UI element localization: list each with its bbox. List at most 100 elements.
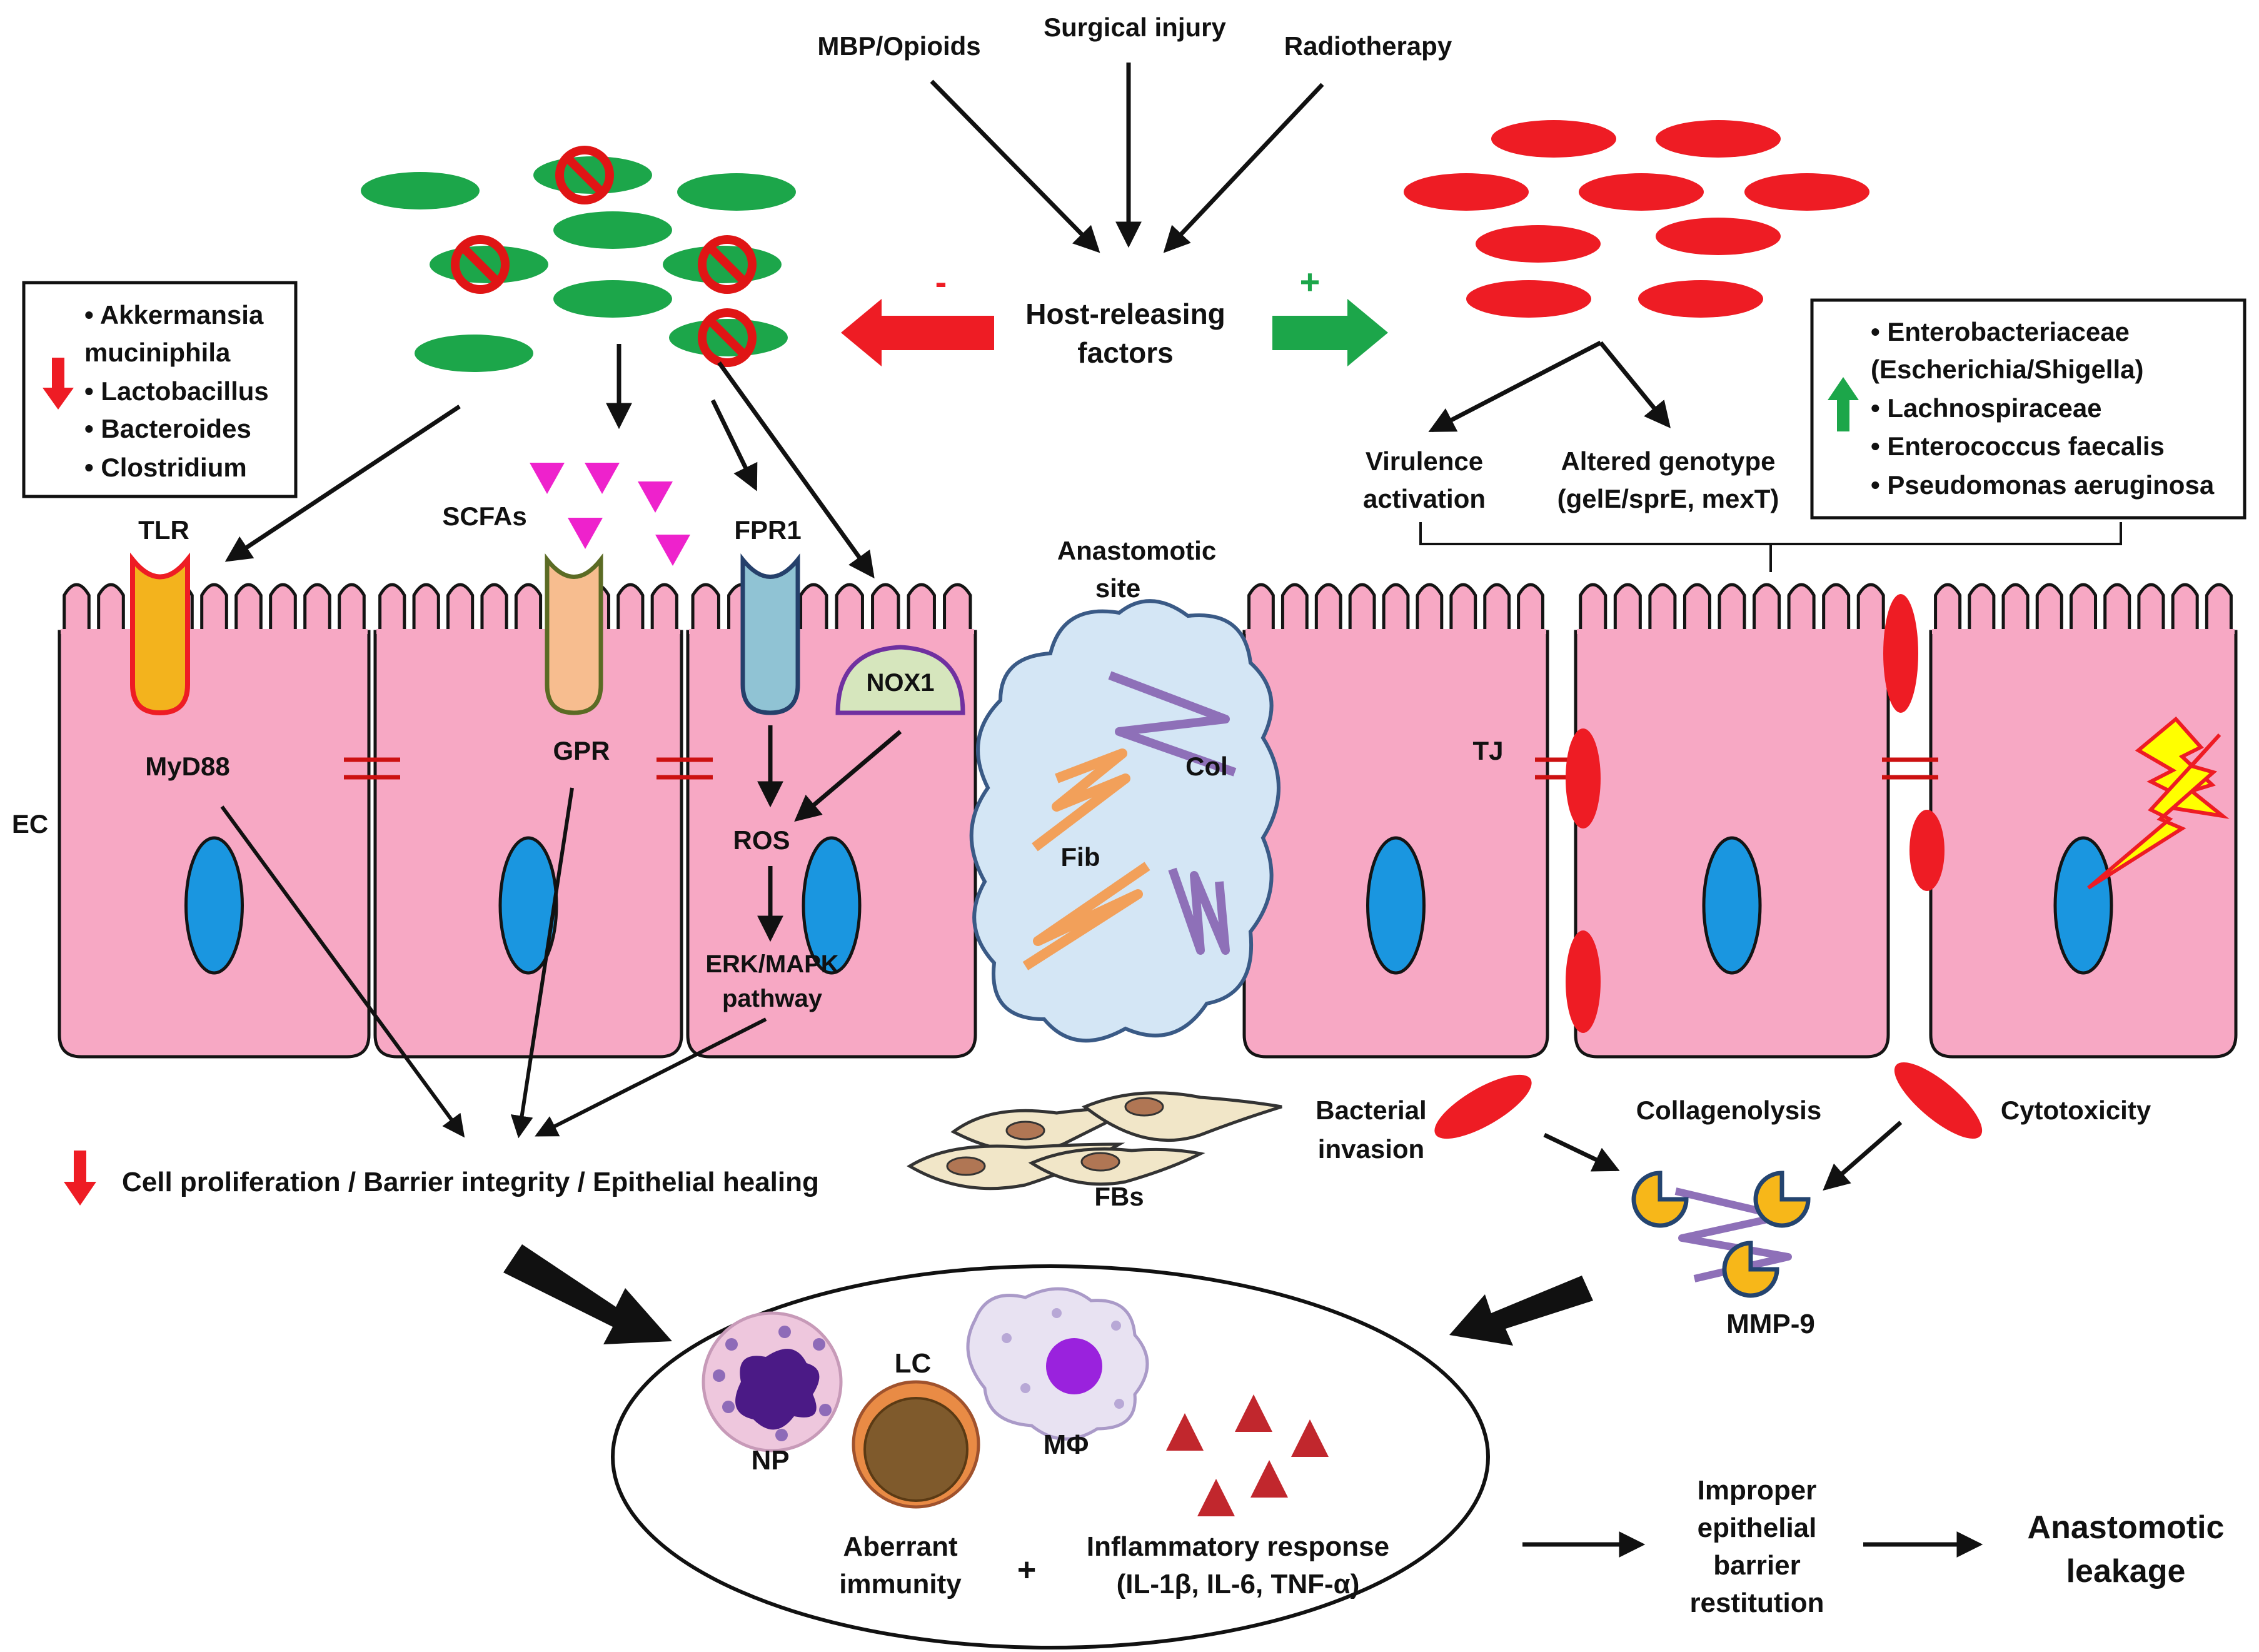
- mmp9-collagen: [1674, 1187, 1792, 1282]
- granule: [722, 1401, 735, 1413]
- microvillus: [2001, 583, 2030, 632]
- down-arrow-icon: [43, 358, 74, 410]
- lightning-icon-bolt: [2087, 733, 2221, 890]
- microvillus: [1416, 583, 1444, 632]
- granule: [775, 1429, 788, 1441]
- arrow-cytotoxicity-to-mmp9: [1823, 1121, 1903, 1191]
- virulence-label-2: activation: [1363, 484, 1486, 513]
- mmp9-enzyme: [1753, 1171, 1811, 1228]
- col-label: Col: [1185, 752, 1228, 781]
- erk-label-2: pathway: [722, 985, 823, 1012]
- granule: [725, 1338, 738, 1351]
- altered-genotype-label-1: Altered genotype: [1561, 446, 1775, 476]
- microvillus: [616, 583, 645, 632]
- neutrophil-nucleus: [735, 1349, 820, 1430]
- microvillus: [269, 583, 297, 632]
- invading-bacterium: [1566, 728, 1601, 829]
- increased-taxa-frame: [1810, 298, 2246, 520]
- microvillus: [1822, 583, 1851, 632]
- decrease-block-arrow: [841, 299, 994, 366]
- microvillus: [1449, 583, 1477, 632]
- red-bacterium: [1744, 173, 1869, 211]
- cytokine-triangle: [1291, 1419, 1329, 1457]
- erk-label-1: ERK/MAPK: [705, 950, 838, 978]
- arrow-to-virulence: [1428, 340, 1602, 433]
- microvillus: [1517, 583, 1544, 632]
- invading-bacterium: [1566, 930, 1601, 1033]
- red-bacterium: [1656, 218, 1781, 255]
- cytotoxicity-label: Cytotoxicity: [2001, 1095, 2151, 1125]
- inflammatory-label-1: Inflammatory response: [1087, 1531, 1389, 1562]
- scfas-label: SCFAs: [442, 501, 526, 531]
- granule: [1052, 1308, 1062, 1318]
- microvillus: [2137, 583, 2165, 632]
- immune-plus-sign: +: [1017, 1552, 1036, 1588]
- red-bacterium: [1491, 120, 1616, 158]
- granule: [1002, 1333, 1012, 1343]
- arrow-bacteria-to-fpr1: [710, 399, 758, 491]
- tj-label: TJ: [1472, 736, 1503, 765]
- microvillus: [2035, 583, 2063, 632]
- lymphocyte-cell: [852, 1380, 980, 1509]
- arrow-to-genotype: [1599, 341, 1671, 428]
- cytokine-triangle: [1235, 1394, 1272, 1432]
- scfa-molecules: [530, 463, 690, 566]
- scfa-triangle: [585, 463, 620, 494]
- improper-label-1: Improper: [1698, 1475, 1817, 1506]
- fpr1-receptor: [740, 553, 800, 715]
- cytokine-triangle: [1250, 1460, 1288, 1498]
- leakage-label-2: leakage: [2066, 1553, 2186, 1589]
- taxon-muciniphila: muciniphila: [84, 338, 231, 367]
- decreased-taxa-box: • Akkermansia muciniphila • Lactobacillu…: [22, 281, 298, 498]
- cytokine-triangle: [1197, 1479, 1235, 1516]
- altered-genotype-label-2: (gelE/sprE, mexT): [1557, 484, 1779, 513]
- red-bacterium: [1656, 120, 1781, 158]
- fibrin-cloud: [969, 599, 1280, 1043]
- bacterial-invasion-label-2: invasion: [1318, 1134, 1424, 1164]
- taxon-bacteroides: • Bacteroides: [84, 414, 251, 443]
- mmp9-enzyme: [1722, 1241, 1779, 1298]
- microvillus: [1968, 583, 1996, 632]
- mmp9-enzyme: [1631, 1171, 1689, 1228]
- invading-bacterium: [1434, 1074, 1532, 1139]
- granule: [1114, 1399, 1124, 1409]
- microvillus: [234, 583, 263, 632]
- invading-bacterium: [1909, 810, 1945, 891]
- red-bacterium: [1466, 280, 1591, 318]
- anastomotic-site: Anastomotic site Col Fib: [969, 536, 1280, 1043]
- microvillus: [63, 583, 91, 632]
- microvillus: [2103, 583, 2131, 632]
- ros-label: ROS: [733, 825, 790, 855]
- microvillus: [1753, 583, 1781, 632]
- microvillus: [1787, 583, 1816, 632]
- red-bacterium: [1476, 225, 1601, 263]
- arrow-mbp: [930, 79, 1100, 253]
- microvillus: [871, 583, 900, 632]
- arrow-bacteria-to-nox1: [717, 361, 875, 579]
- fibroblast: [1082, 1091, 1282, 1142]
- converging-arrows: [503, 1244, 1593, 1346]
- microvillus: [1247, 583, 1275, 632]
- aberrant-immunity-label-1: Aberrant: [843, 1531, 958, 1562]
- macrophage-nucleus: [1046, 1338, 1102, 1394]
- fpr1-label: FPR1: [734, 515, 801, 545]
- mmp9-complex: MMP-9: [1631, 1171, 1815, 1339]
- arrow-gpr-to-effect: [510, 787, 574, 1139]
- microvillus: [1856, 583, 1885, 632]
- microvillus: [412, 583, 440, 632]
- invading-bacterium: [1883, 594, 1918, 713]
- microvillus: [378, 583, 406, 632]
- microvillus: [97, 583, 125, 632]
- red-bacterium: [1404, 173, 1529, 211]
- mmp9-label: MMP-9: [1726, 1309, 1815, 1339]
- taxon-enterococcus: • Enterococcus faecalis: [1871, 431, 2165, 461]
- pathobiont-bracket: [1419, 522, 2122, 572]
- pathobiont-bacteria-cluster: [1404, 120, 1869, 318]
- lightning-icon: [2135, 716, 2230, 819]
- green-bacterium: [415, 335, 533, 372]
- microvillus: [2171, 583, 2199, 632]
- microvillus: [1280, 583, 1309, 632]
- microvillus: [2205, 583, 2233, 632]
- arrow-bacteria-to-tlr: [224, 405, 461, 562]
